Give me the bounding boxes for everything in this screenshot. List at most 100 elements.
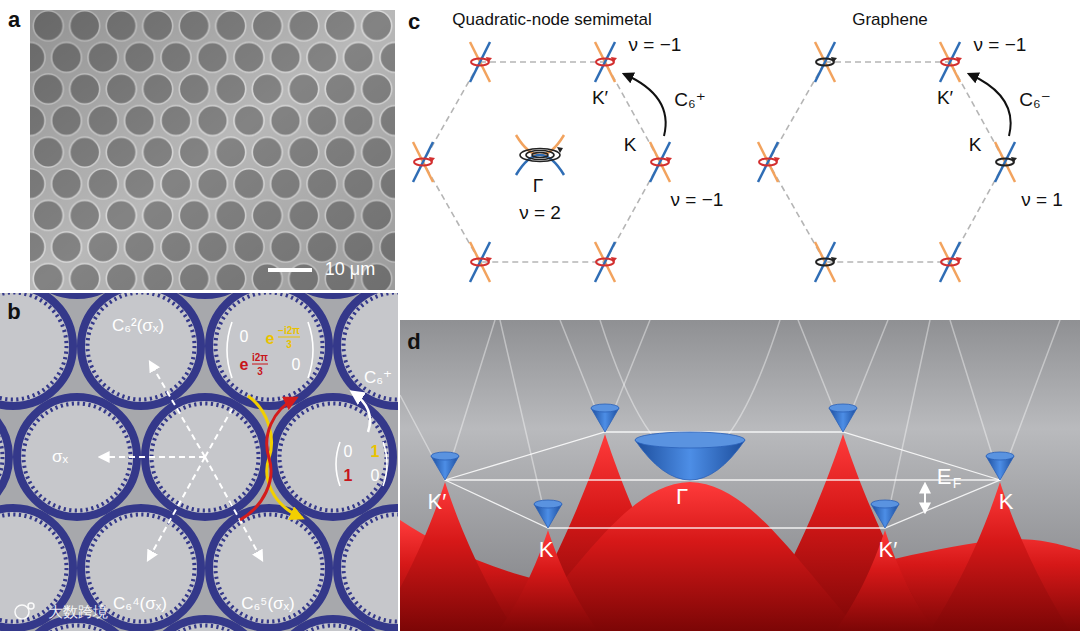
dirac-points xyxy=(995,142,1017,182)
point-label: Γ xyxy=(676,485,688,509)
winding-number: ν = −1 xyxy=(671,190,724,211)
band-structure xyxy=(498,530,598,631)
dirac-points xyxy=(650,142,672,182)
symmetry-label: C₆⁴(σₓ) xyxy=(113,595,167,614)
band-structure xyxy=(445,432,1000,528)
band-structure xyxy=(950,320,1060,480)
watermark: 大数跨境 xyxy=(48,604,108,621)
panel-letter: a xyxy=(8,8,20,32)
exponent-numerator: i2π xyxy=(252,352,268,363)
winding-number: ν = −1 xyxy=(629,35,682,56)
winding-number: ν = 2 xyxy=(519,203,561,224)
sem-image xyxy=(30,10,395,290)
brillouin-zone xyxy=(423,62,660,262)
photonic-lattice xyxy=(145,619,265,631)
sem-image xyxy=(30,10,395,290)
panel-title: Graphene xyxy=(852,11,928,30)
band-structure xyxy=(635,432,745,448)
band-structure xyxy=(445,479,1000,480)
scale-bar-label: 10 μm xyxy=(325,260,375,280)
exponent-numerator: −i2π xyxy=(278,325,300,336)
matrix-brackets xyxy=(308,322,313,378)
photonic-lattice xyxy=(209,508,329,628)
band-structure xyxy=(600,320,780,460)
symmetry-label: σₓ xyxy=(52,448,68,467)
point-label: Γ xyxy=(533,176,543,197)
band-structure xyxy=(400,320,495,480)
photonic-lattice xyxy=(0,293,73,406)
point-label: K xyxy=(969,135,982,156)
point-label: K′ xyxy=(879,538,898,562)
exponent-denominator: 3 xyxy=(257,366,263,377)
quadratic-node xyxy=(516,135,564,175)
coupling-paths xyxy=(240,396,302,520)
dirac-points xyxy=(413,142,435,182)
band-structure xyxy=(871,500,899,508)
point-label: K xyxy=(539,538,554,562)
matrix-brackets xyxy=(227,322,387,486)
band-structure xyxy=(798,320,888,432)
dirac-points xyxy=(470,42,492,82)
symmetry-axes xyxy=(150,362,205,457)
point-label: K xyxy=(999,490,1014,514)
symmetry-label: C₆⁺ xyxy=(674,90,705,111)
matrix-entry: 0 xyxy=(371,467,380,485)
rotation-arrow xyxy=(624,74,666,136)
winding-number: ν = −1 xyxy=(974,35,1027,56)
watermark-icon xyxy=(15,603,34,619)
lattice-panel: bC₆²(σₓ)σₓC₆⁴(σₓ)C₆⁵(σₓ)C₆⁺0e−i2π3ei2π30… xyxy=(0,293,398,631)
panel-letter: d xyxy=(407,330,420,354)
dirac-points xyxy=(758,142,780,182)
symmetry-axes xyxy=(100,456,205,458)
photonic-lattice xyxy=(337,293,398,406)
photonic-lattice xyxy=(209,293,329,406)
band-structure xyxy=(400,320,1080,631)
matrix-entry: 0 xyxy=(240,328,249,346)
band-structure xyxy=(930,482,1070,631)
band-structure xyxy=(431,452,459,460)
winding-number: ν = 1 xyxy=(1021,190,1063,211)
exponent-denominator: 3 xyxy=(286,339,292,350)
dirac-points xyxy=(470,242,492,282)
dirac-points xyxy=(815,42,837,82)
rotation-arrow xyxy=(352,392,370,432)
quadratic-node xyxy=(520,149,560,162)
rotation-arrow xyxy=(969,74,1011,136)
watermark-icon xyxy=(15,605,29,619)
matrix-brackets xyxy=(227,322,232,378)
photonic-lattice xyxy=(273,619,393,631)
watermark-icon xyxy=(28,603,34,609)
quadratic-node xyxy=(557,147,563,153)
dirac-points xyxy=(940,42,962,82)
photonic-lattice xyxy=(337,508,398,628)
matrix-entry: e xyxy=(266,330,275,348)
point-label: K′ xyxy=(592,88,608,109)
photonic-lattice xyxy=(273,397,393,517)
dirac-points xyxy=(413,42,1017,282)
sem-image xyxy=(30,10,395,290)
coupling-paths xyxy=(240,398,296,520)
photonic-lattice xyxy=(0,293,398,631)
fermi-level-arrow xyxy=(924,484,926,512)
brillouin-zone xyxy=(423,62,1005,262)
dirac-points xyxy=(595,42,617,82)
band-structure xyxy=(829,404,857,412)
matrix-entry: 0 xyxy=(292,356,301,374)
symmetry-label: C₆⁺ xyxy=(364,369,392,388)
photonic-lattice xyxy=(0,397,9,517)
symmetry-axes xyxy=(100,362,262,560)
fermi-subscript: F xyxy=(953,476,962,491)
matrix-entry: 0 xyxy=(344,443,353,461)
band-structure xyxy=(534,500,562,508)
photonic-lattice xyxy=(81,293,201,406)
brillouin-zone xyxy=(768,62,1005,262)
band-structure xyxy=(445,432,1000,528)
band-structure xyxy=(400,320,1080,631)
band-structure xyxy=(835,530,935,631)
quadratic-node xyxy=(526,151,554,160)
symmetry-label: C₆⁻ xyxy=(1019,90,1050,111)
matrix-entry: 1 xyxy=(371,443,380,461)
point-label: K xyxy=(624,135,637,156)
